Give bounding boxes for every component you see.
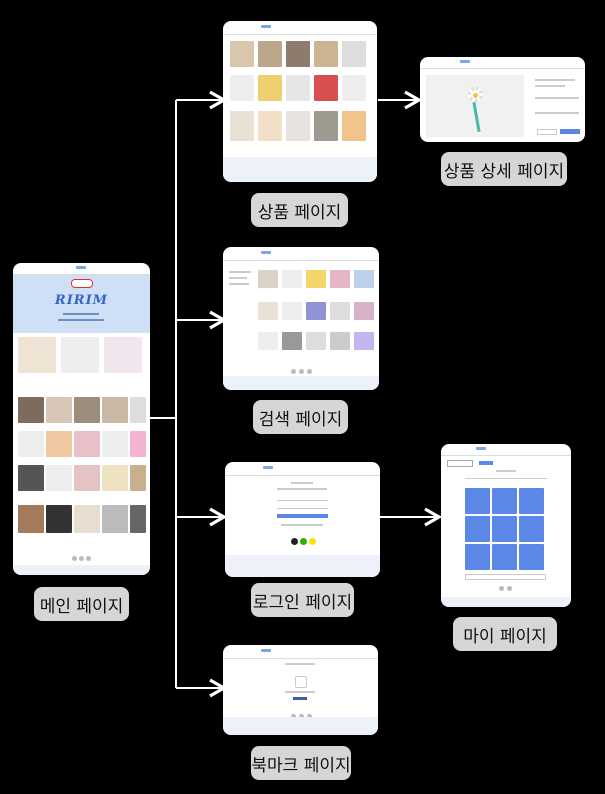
bookmark-page-thumbnail [223, 645, 378, 735]
main-banner: RIRIM [13, 275, 150, 333]
login-page-thumbnail [225, 462, 380, 577]
banner-title: RIRIM [54, 293, 109, 308]
bookmark-page-label: 북마크 페이지 [251, 746, 351, 780]
product-detail-page-thumbnail [420, 57, 585, 142]
product-detail-page-label: 상품 상세 페이지 [441, 152, 567, 186]
product-page-label: 상품 페이지 [251, 193, 348, 227]
my-page-thumbnail [441, 444, 571, 607]
main-page-label: 메인 페이지 [34, 587, 129, 621]
search-page-thumbnail [223, 247, 379, 390]
my-page-label: 마이 페이지 [453, 617, 557, 651]
product-page-thumbnail [223, 21, 377, 182]
main-page-thumbnail: RIRIM [13, 263, 150, 575]
login-page-label: 로그인 페이지 [251, 583, 354, 617]
search-page-label: 검색 페이지 [253, 400, 348, 434]
